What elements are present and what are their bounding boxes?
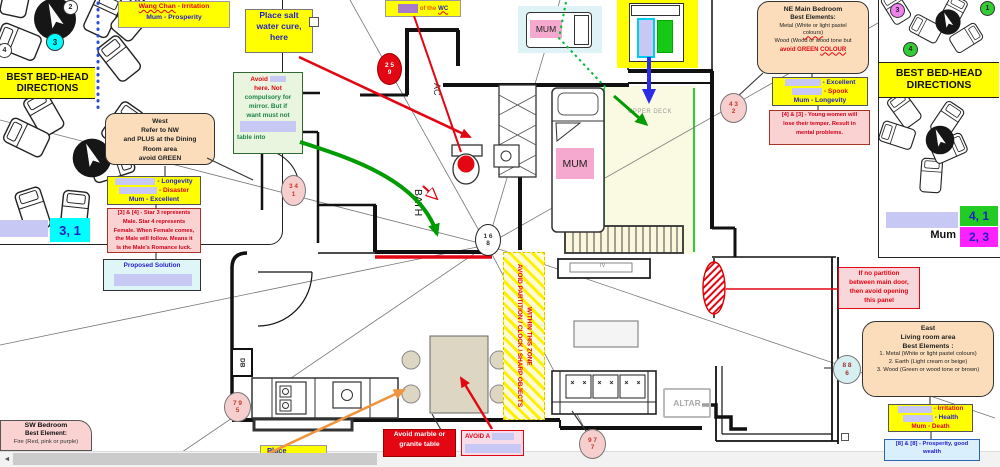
redacted-image [397,4,418,13]
bed-element-callout[interactable] [617,0,698,68]
redacted-text [897,405,932,413]
avoid-panel-hatch [702,261,726,315]
green-element-bar [657,20,673,53]
upper-deck-label: UPPER DECK [627,109,672,115]
badge-1-green: 1 [980,1,995,16]
ne-bedroom-note[interactable]: NE Main Bedroom Best Elements: Metal (Wh… [757,1,869,74]
avoid-zone-label: AVOID PARTITION / CLOCK / SHARP OBJECTS … [516,264,533,408]
red-open-arrow [422,185,436,198]
bath-label: BATH [412,189,424,217]
altar-label: ALTAR [663,388,711,418]
redacted-text [902,414,933,422]
redacted-element-bar [637,18,655,58]
right-score-magenta: 2, 3 [960,227,998,247]
redacted-text [0,220,48,237]
toilet-cure-dot [457,155,475,173]
left-bedhead-banner: BEST BED-HEAD DIRECTIONS [0,67,95,99]
wardrobe [498,84,537,178]
selection-handle[interactable] [309,17,319,27]
sw-bedroom-note[interactable]: SW Bedroom Best Element: Fire (Red, pink… [0,420,92,451]
redacted-text [791,88,822,96]
redacted-text [240,121,296,133]
redacted-text [465,444,521,453]
no-partition-note[interactable]: If no partition between main door, then … [838,267,920,309]
avoid-zone-hatched[interactable]: AVOID PARTITION / CLOCK / SHARP OBJECTS … [503,252,545,420]
dining-table [401,335,509,414]
redacted-text [114,274,192,286]
kitchen-counter [251,377,399,432]
redacted-text [115,178,156,186]
redacted-text [492,433,515,440]
pillow-icon [631,5,680,16]
toilet-icon [451,144,483,185]
badge-3-pink: 3 [890,3,905,18]
wang-chan-term: Wang Chan [138,3,176,10]
redacted-text [886,212,958,228]
east-scores-note[interactable]: - Irritation - Health Mum - Death [888,404,973,432]
mum-bed-callout[interactable]: MUM [518,6,602,53]
mum-room-label: MUM [556,148,594,179]
west-element-note[interactable]: West Refer to NW and PLUS at the Dining … [105,113,215,165]
east-living-note[interactable]: East Living room area Best Elements : 1.… [862,321,994,397]
right-score-green: 4, 1 [960,206,998,226]
avoid-mirror-note[interactable]: Avoid here. Not compulsory for mirror. B… [233,72,303,154]
redacted-text [784,79,821,87]
proposed-solution-note[interactable]: Proposed Solution [103,259,201,291]
mum-bed-label: MUM [530,20,562,38]
prosperity-note[interactable]: [8] & [8] - Prosperity, good wealth [884,439,980,461]
badge-2: 2 [63,0,78,15]
avoid-a-note[interactable]: AVOID A [461,430,524,456]
badge-3-cyan: 3 [46,33,64,51]
west-scores-note[interactable]: - Longevity - Disaster Mum - Excellent [107,176,201,205]
avoid-marble-note[interactable]: Avoid marble or granite table [383,429,456,457]
scrollbar-left-arrow-icon[interactable]: ◄ [3,455,11,463]
marble-table-arrow [459,376,494,430]
ne-scores-note[interactable]: - Excellent - Spook Mum - Longevity [772,77,868,106]
ac-label: AC [432,82,442,96]
redacted-text [269,76,286,83]
badge-4-green: 4 [903,42,918,57]
washbasin-icon [493,144,520,168]
wc-note[interactable]: of the WC [385,0,461,17]
mum-label: Mum [930,229,956,241]
pillow-icon [574,15,589,45]
coffee-table [573,320,639,348]
stove-icon [275,381,307,415]
young-women-note[interactable]: [4] & [3] - Young women will lose their … [769,110,870,145]
redacted-text [118,187,157,195]
tv-label: TV [598,263,606,269]
right-bedhead-banner: BEST BED-HEAD DIRECTIONS [879,62,999,98]
salt-water-note[interactable]: Place salt water cure, here [245,9,313,53]
selection-handle[interactable] [841,433,849,441]
sofa [551,370,657,415]
star-34-note[interactable]: [3] & [4] - Star 3 represents Male. Star… [107,208,201,253]
sink-icon [332,381,362,409]
scrollbar-thumb[interactable] [13,453,377,465]
db-label: DB [238,357,246,368]
wang-chan-note[interactable]: Wang Chan - Irritation Mum - Prosperity [118,1,230,28]
stairs [564,225,684,254]
left-score-badge: 3, 1 [50,218,90,242]
db-box: DB [231,348,253,377]
